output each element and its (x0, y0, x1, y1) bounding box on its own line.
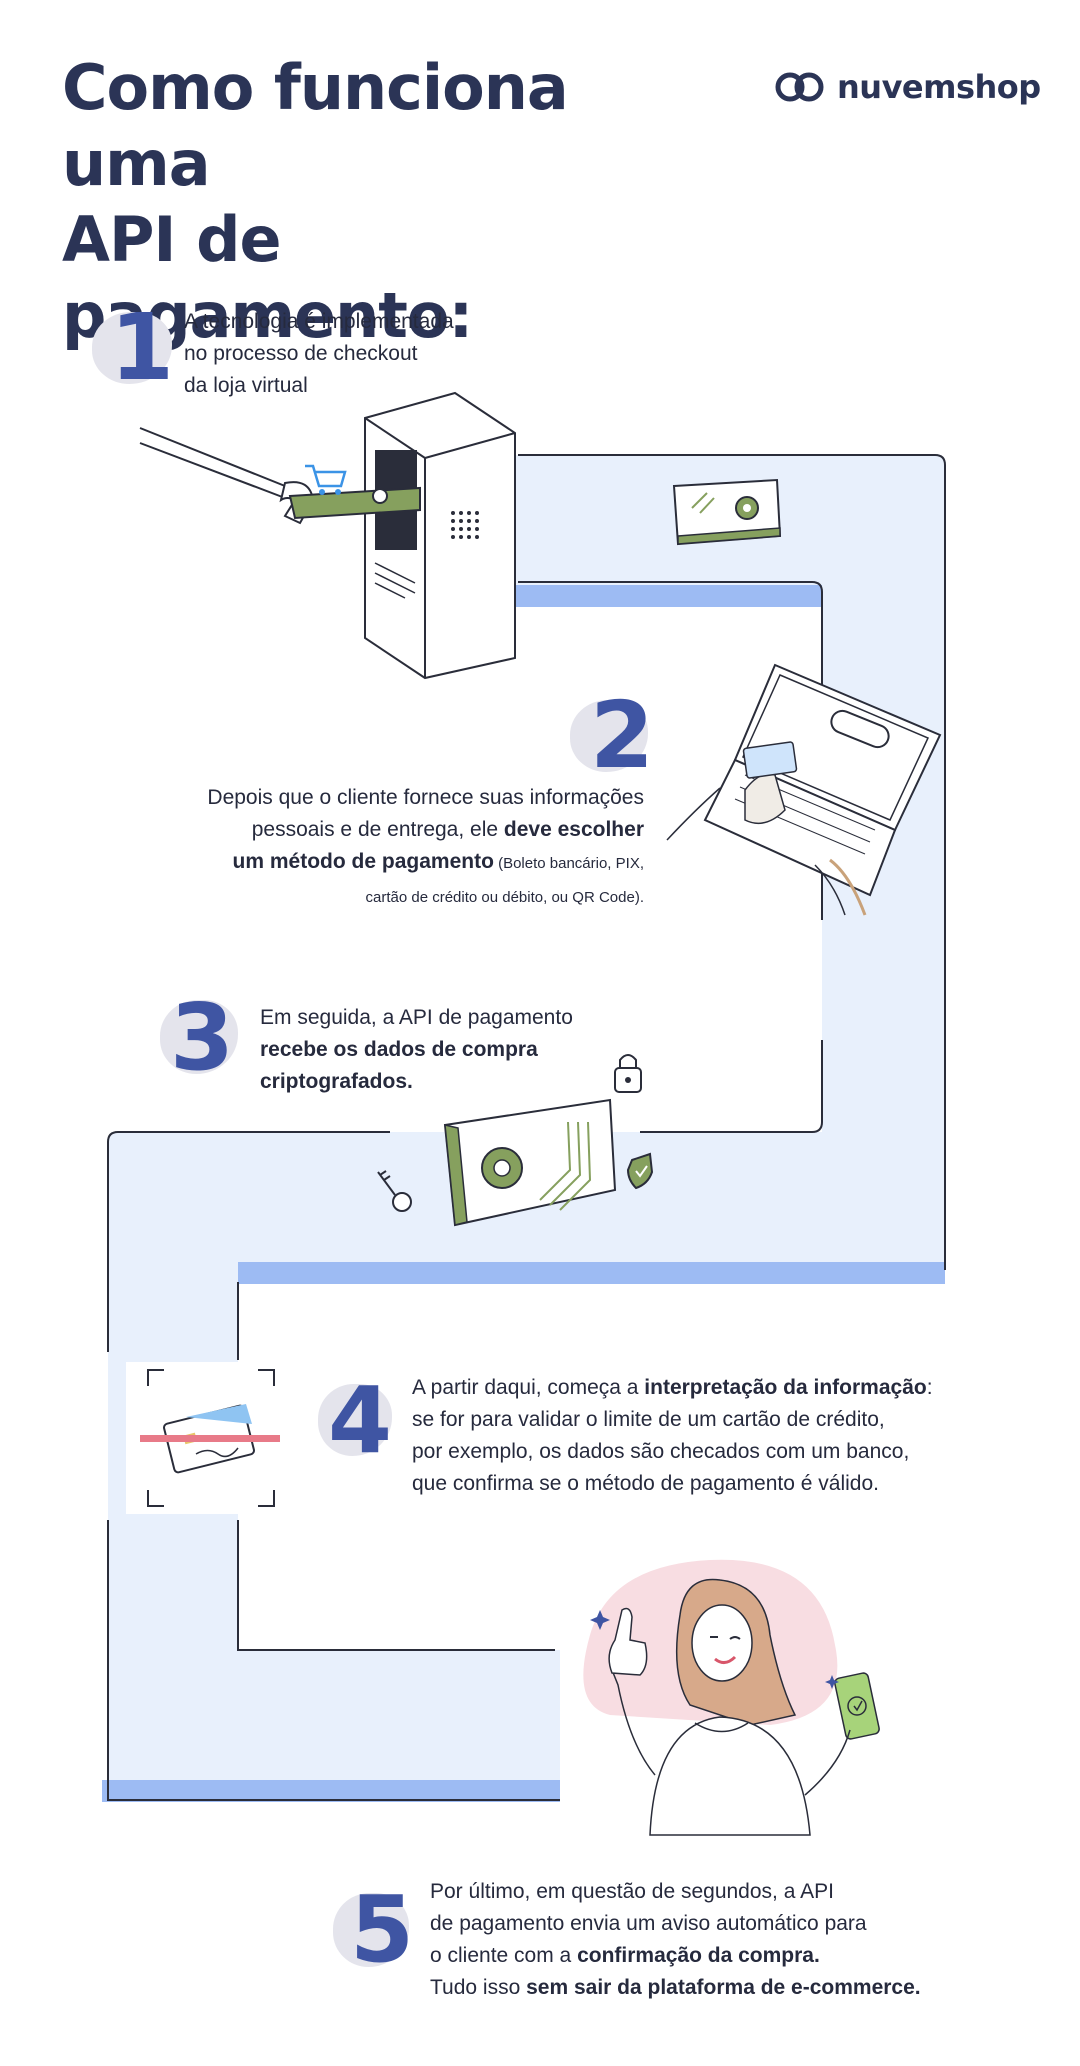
step-4-line-1: A partir daqui, começa a (412, 1376, 645, 1399)
title-line-1: Como funciona uma (62, 51, 569, 200)
step-5-line-4-bold: sem sair da plataforma de e-commerce. (526, 1976, 921, 1999)
woman-thumbs-up-icon (583, 1559, 880, 1836)
card-scan-icon (126, 1362, 296, 1514)
step-2-line-3-small: (Boleto bancário, PIX, (493, 855, 644, 872)
step-3-number: 3 (170, 984, 235, 1091)
brand-logo[interactable]: nuvemshop (775, 68, 1041, 106)
step-4-line-1-bold: interpretação da informação (644, 1376, 927, 1399)
step-4-line-4: que confirma se o método de pagamento é … (412, 1472, 879, 1495)
step-5-text: Por último, em questão de segundos, a AP… (430, 1876, 990, 2004)
step-5-line-3: o cliente com a (430, 1944, 578, 1967)
step-1-line-2: no processo de checkout (184, 342, 418, 365)
step-4-number-bg (318, 1384, 392, 1456)
step-3-line-3-bold: criptografados. (260, 1070, 413, 1093)
step-1-text: A tecnologia é implementada no processo … (184, 306, 544, 402)
step-5-line-2: de pagamento envia um aviso automático p… (430, 1912, 867, 1935)
step-5-line-3-bold: confirmação da compra. (577, 1944, 820, 1967)
step-3-number-bg (160, 1000, 238, 1074)
step-5-number-bg (333, 1893, 409, 1967)
step-2-line-1: Depois que o cliente fornece suas inform… (207, 786, 644, 809)
chip-card-icon (672, 478, 782, 546)
step-3-line-1: Em seguida, a API de pagamento (260, 1006, 573, 1029)
step-1-number-bg (92, 312, 172, 384)
step-2-text: Depois que o cliente fornece suas inform… (130, 782, 644, 914)
step-4-line-1-end: : (926, 1376, 933, 1399)
nuvemshop-logo-icon (775, 72, 824, 102)
step-2-number: 2 (590, 682, 655, 789)
step-2-number-bg (570, 700, 648, 772)
step-2-line-4-small: cartão de crédito ou débito, ou QR Code)… (365, 889, 645, 906)
step-1-line-1: A tecnologia é implementada (184, 310, 454, 333)
server-robot-arm-icon (139, 391, 516, 680)
step-3-text: Em seguida, a API de pagamento recebe os… (260, 1002, 640, 1098)
step-1-line-3: da loja virtual (184, 374, 308, 397)
step-5-line-1: Por último, em questão de segundos, a AP… (430, 1880, 834, 1903)
chip-lock-key-shield-icon (377, 1054, 654, 1227)
step-4-line-3: por exemplo, os dados são checados com u… (412, 1440, 910, 1463)
brand-name: nuvemshop (837, 68, 1041, 106)
step-2-line-2-bold: deve escolher (503, 818, 644, 841)
step-4-line-2: se for para validar o limite de um cartã… (412, 1408, 885, 1431)
step-4-text: A partir daqui, começa a interpretação d… (412, 1372, 972, 1500)
step-3-line-2-bold: recebe os dados de compra (260, 1038, 538, 1061)
step-4-number: 4 (328, 1367, 393, 1474)
step-5-number: 5 (350, 1876, 415, 1983)
step-1-number: 1 (110, 294, 175, 401)
step-2-line-3-bold: um método de pagamento (232, 850, 494, 873)
laptop-card-icon (666, 663, 942, 916)
step-5-line-4: Tudo isso (430, 1976, 527, 1999)
step-2-line-2: pessoais e de entrega, ele (251, 818, 504, 841)
